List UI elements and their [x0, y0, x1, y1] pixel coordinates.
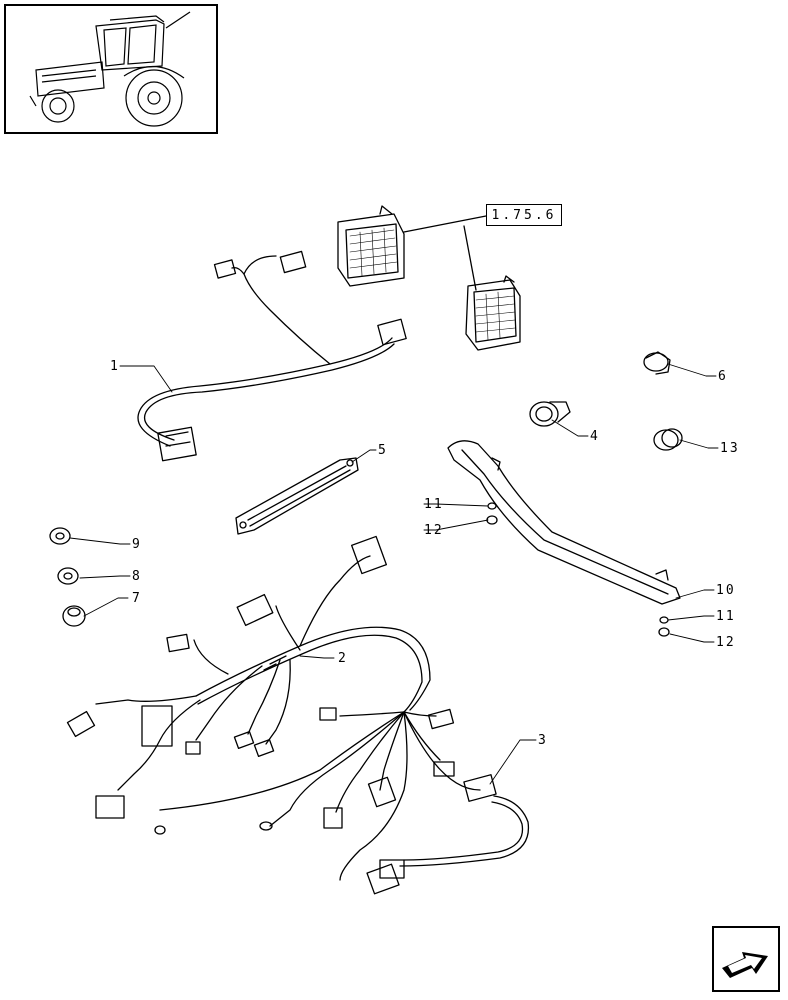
nut-12b — [658, 627, 670, 637]
callout-7: 7 — [132, 591, 142, 606]
nut-12a — [486, 515, 498, 525]
grommet-4 — [529, 401, 571, 427]
harness-1 — [137, 250, 407, 462]
next-page-arrow-icon — [722, 952, 768, 978]
callout-10: 10 — [716, 583, 736, 598]
grommet-13 — [653, 428, 683, 451]
work-lamp-lower — [465, 275, 521, 351]
callout-4: 4 — [590, 429, 600, 444]
next-page-button[interactable] — [712, 926, 780, 992]
reference-label-box: 1.75.6 — [486, 204, 562, 226]
callout-11-upper: 11 — [424, 497, 444, 512]
callout-9: 9 — [132, 537, 142, 552]
bracket-10 — [447, 440, 681, 605]
callout-8: 8 — [132, 569, 142, 584]
work-lamp-upper — [337, 205, 405, 287]
leader-lines — [69, 363, 719, 785]
washer-11a — [487, 502, 497, 510]
grommet-6 — [643, 351, 671, 375]
callout-6: 6 — [718, 369, 728, 384]
callout-13: 13 — [720, 441, 740, 456]
callout-12-lower: 12 — [716, 635, 736, 650]
washer-9 — [49, 527, 71, 545]
bracket-5 — [235, 457, 359, 535]
washer-11b — [659, 616, 669, 624]
tractor-thumbnail-frame — [4, 4, 218, 134]
washer-8 — [57, 567, 79, 585]
harness-3 — [379, 774, 530, 879]
callout-11-lower: 11 — [716, 609, 736, 624]
callout-12-upper: 12 — [424, 523, 444, 538]
harness-2 — [66, 535, 481, 895]
callout-1: 1 — [110, 359, 120, 374]
callout-3: 3 — [538, 733, 548, 748]
nut-7 — [62, 605, 86, 627]
callout-5: 5 — [378, 443, 388, 458]
callout-2: 2 — [338, 651, 348, 666]
tractor-thumbnail-icon — [29, 11, 191, 127]
